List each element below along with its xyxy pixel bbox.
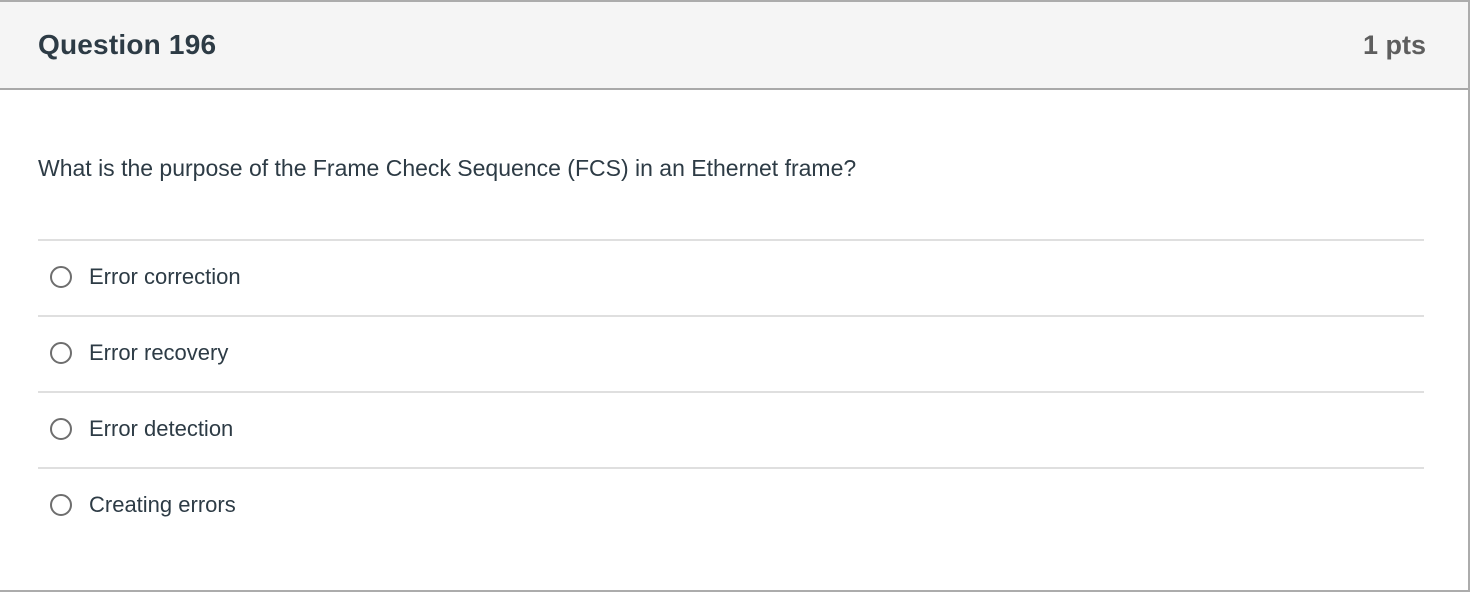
answer-label[interactable]: Error detection <box>89 415 234 441</box>
answer-option[interactable]: Error correction <box>0 238 1468 315</box>
question-header: Question 196 1 pts <box>0 2 1468 90</box>
answer-label[interactable]: Creating errors <box>89 491 236 517</box>
answer-label[interactable]: Error correction <box>89 263 241 289</box>
radio-button[interactable] <box>50 341 72 364</box>
answer-option[interactable]: Creating errors <box>0 466 1468 543</box>
answer-label[interactable]: Error recovery <box>89 339 229 365</box>
question-body: What is the purpose of the Frame Check S… <box>0 90 1468 183</box>
radio-button[interactable] <box>50 493 72 516</box>
answer-options: Error correction Error recovery Error de… <box>0 238 1468 543</box>
question-points: 1 pts <box>1362 29 1426 60</box>
question-text: What is the purpose of the Frame Check S… <box>38 155 857 181</box>
answer-option[interactable]: Error detection <box>0 390 1468 467</box>
question-title: Question 196 <box>38 29 217 60</box>
radio-button[interactable] <box>50 417 72 440</box>
radio-button[interactable] <box>50 265 72 288</box>
answer-option[interactable]: Error recovery <box>0 314 1468 391</box>
